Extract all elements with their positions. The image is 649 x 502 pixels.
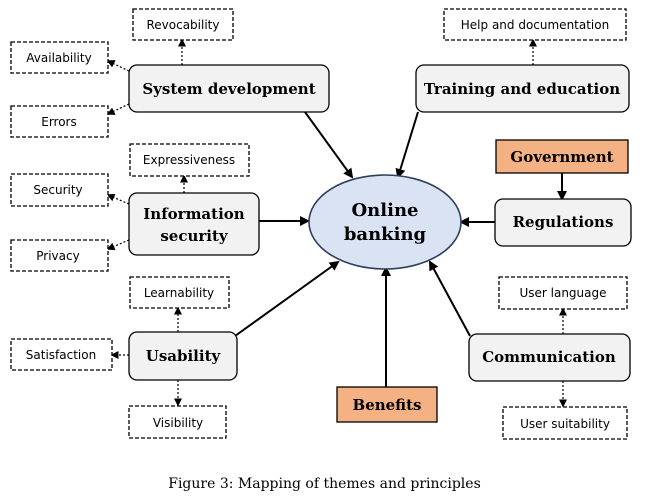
principle-expressiveness-label: Expressiveness	[143, 153, 235, 167]
principle-help-documentation: Help and documentation	[443, 8, 627, 41]
principle-help-documentation-label: Help and documentation	[461, 18, 609, 32]
theme-benefits: Benefits	[336, 386, 438, 423]
theme-regulations: Regulations	[494, 198, 632, 247]
dashed-arrow-to-availability	[106, 60, 130, 72]
principle-privacy: Privacy	[10, 239, 109, 272]
principle-satisfaction-label: Satisfaction	[26, 348, 96, 362]
principle-revocability-label: Revocability	[146, 18, 219, 32]
theme-system-development: System development	[128, 64, 330, 113]
dashed-arrow-to-privacy	[106, 239, 130, 251]
principle-errors-label: Errors	[41, 115, 77, 129]
themes-principles-diagram: Online banking System development Traini…	[10, 8, 632, 440]
principle-security-label: Security	[33, 183, 82, 197]
principle-availability: Availability	[10, 41, 109, 74]
principle-user-suitability: User suitability	[502, 406, 628, 440]
principle-privacy-label: Privacy	[36, 249, 79, 263]
theme-communication-label: Communication	[482, 348, 616, 366]
arrow-training-to-center	[395, 111, 419, 179]
arrow-communication-to-center	[429, 260, 471, 337]
principle-learnability: Learnability	[129, 276, 230, 309]
theme-communication: Communication	[468, 333, 631, 382]
principle-user-suitability-label: User suitability	[520, 417, 610, 431]
principle-learnability-label: Learnability	[144, 286, 214, 300]
dashed-arrow-to-errors	[106, 103, 130, 115]
principle-user-language: User language	[498, 276, 628, 310]
theme-usability: Usability	[128, 331, 238, 381]
dashed-arrow-to-security	[106, 193, 130, 205]
principle-user-language-label: User language	[519, 286, 606, 300]
arrow-usability-to-center	[234, 260, 340, 337]
principle-expressiveness: Expressiveness	[129, 143, 250, 177]
principle-errors: Errors	[10, 105, 109, 138]
online-banking-line1: Online	[352, 200, 419, 221]
principle-security: Security	[10, 173, 109, 207]
theme-usability-label: Usability	[146, 347, 222, 365]
theme-information-security-line1: Information	[143, 205, 245, 223]
online-banking-line2: banking	[344, 224, 427, 245]
theme-training-education: Training and education	[415, 64, 630, 113]
theme-regulations-label: Regulations	[513, 213, 614, 231]
principle-visibility-label: Visibility	[153, 416, 203, 430]
arrow-system-development-to-center	[304, 111, 354, 179]
principle-visibility: Visibility	[128, 405, 227, 439]
theme-benefits-label: Benefits	[353, 396, 422, 414]
theme-training-education-label: Training and education	[424, 80, 620, 98]
theme-information-security-line2: security	[160, 227, 229, 245]
principle-availability-label: Availability	[26, 51, 91, 65]
theme-government: Government	[495, 139, 629, 174]
online-banking-node: Online banking	[308, 174, 462, 270]
principle-satisfaction: Satisfaction	[10, 338, 113, 371]
figure-caption: Figure 3: Mapping of themes and principl…	[168, 476, 481, 492]
principle-revocability: Revocability	[132, 8, 234, 41]
theme-system-development-label: System development	[142, 80, 315, 98]
theme-government-label: Government	[510, 148, 613, 166]
theme-information-security: Information security	[128, 192, 260, 256]
